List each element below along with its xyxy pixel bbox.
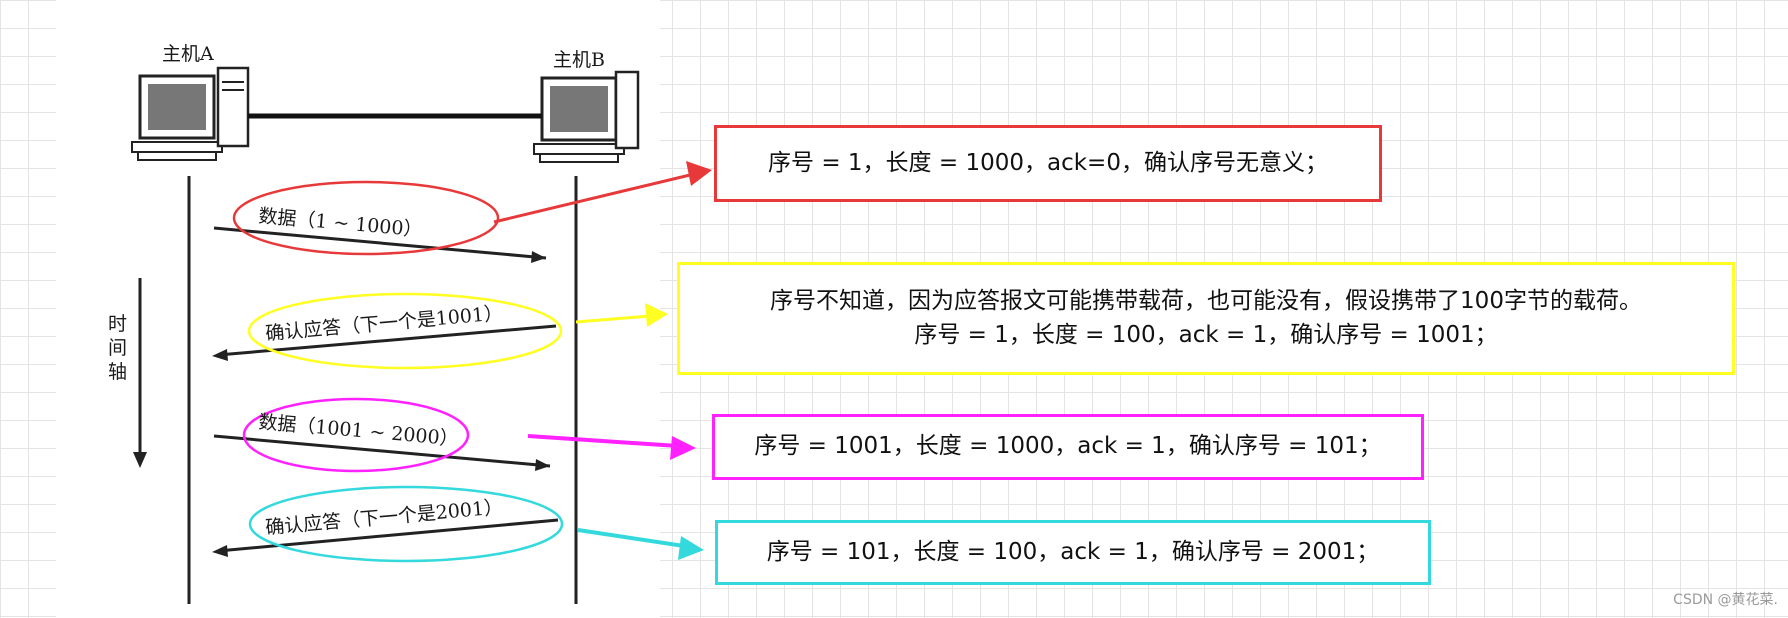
host-a-computer-icon: [131, 66, 250, 161]
host-b-label: 主机B: [553, 49, 605, 71]
message-4-arrow: [212, 518, 559, 557]
annotation-3-line-1: 序号 = 1001，长度 = 1000，ack = 1，确认序号 = 101；: [754, 433, 1382, 460]
message-4-highlight: [248, 485, 564, 563]
connector-arrow-2: [575, 303, 668, 327]
annotation-box-3: 序号 = 1001，长度 = 1000，ack = 1，确认序号 = 101；: [712, 414, 1424, 480]
message-1-highlight: [232, 180, 500, 256]
message-2-label: 确认应答（下一个是1001）: [265, 302, 504, 345]
time-axis-char-2: 间: [108, 337, 127, 359]
message-1-arrow: [213, 226, 547, 263]
message-2-highlight: [247, 292, 563, 370]
time-axis-arrow: [133, 278, 147, 468]
connector-arrow-3: [527, 434, 696, 460]
message-3-highlight: [242, 397, 470, 473]
annotation-box-1: 序号 = 1，长度 = 1000，ack=0，确认序号无意义；: [714, 125, 1382, 202]
annotation-2-line-1: 序号不知道，因为应答报文可能携带载荷，也可能没有，假设携带了100字节的载荷。: [770, 288, 1642, 315]
time-axis-char-3: 轴: [108, 361, 127, 383]
connector-arrow-4: [577, 528, 704, 560]
message-1-label: 数据（1 ~ 1000）: [258, 205, 424, 241]
annotation-4-line-1: 序号 = 101，长度 = 100，ack = 1，确认序号 = 2001；: [766, 538, 1380, 565]
annotation-2-line-2: 序号 = 1，长度 = 100，ack = 1，确认序号 = 1001；: [914, 321, 1498, 348]
annotation-box-4: 序号 = 101，长度 = 100，ack = 1，确认序号 = 2001；: [715, 520, 1431, 585]
watermark: CSDN @黄花菜.: [1673, 592, 1778, 608]
message-4-label: 确认应答（下一个是2001）: [265, 496, 504, 539]
host-a-label: 主机A: [162, 43, 214, 65]
message-3-arrow: [213, 434, 551, 471]
annotation-box-2: 序号不知道，因为应答报文可能携带载荷，也可能没有，假设携带了100字节的载荷。 …: [677, 262, 1735, 375]
annotation-1-line-1: 序号 = 1，长度 = 1000，ack=0，确认序号无意义；: [768, 149, 1328, 176]
host-b-computer-icon: [533, 70, 640, 163]
connector-arrow-1: [493, 161, 712, 224]
time-axis-char-1: 时: [108, 313, 127, 335]
message-3-label: 数据（1001 ~ 2000）: [258, 411, 460, 450]
